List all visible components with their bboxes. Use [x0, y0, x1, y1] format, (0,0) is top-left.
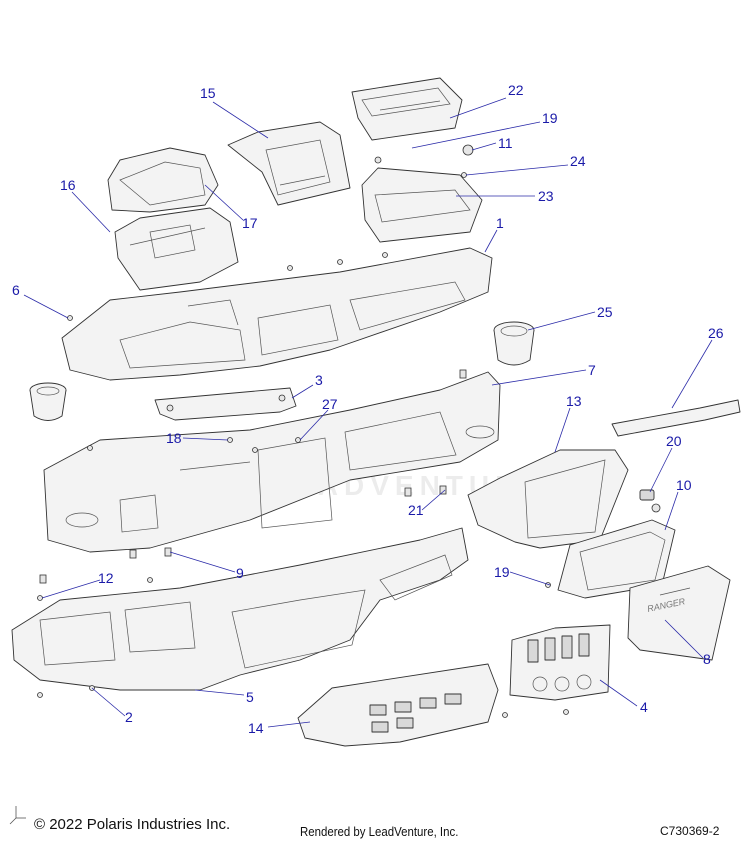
part-display-bezel	[227, 121, 351, 206]
callout-4: 4	[640, 699, 648, 715]
callout-11: 11	[498, 135, 513, 151]
callout-22: 22	[508, 82, 524, 98]
callout-10: 10	[676, 477, 692, 493]
callout-1: 1	[496, 215, 504, 231]
callout-2: 2	[125, 709, 133, 725]
callout-15: 15	[200, 85, 216, 101]
callout-8: 8	[703, 651, 711, 667]
callout-18: 18	[166, 430, 182, 446]
callout-13: 13	[566, 393, 582, 409]
callout-19-upper: 19	[542, 110, 558, 126]
part-main-dash-frame	[43, 371, 501, 553]
part-gauge-housing	[107, 147, 239, 291]
callout-14: 14	[248, 720, 264, 736]
callout-16: 16	[60, 177, 76, 193]
axis-triad-icon	[9, 806, 26, 825]
part-cup-holder-lower	[29, 382, 67, 421]
drawing-id: C730369-2	[660, 824, 720, 838]
callout-6: 6	[12, 282, 20, 298]
callout-26: 26	[708, 325, 724, 341]
callout-3: 3	[315, 372, 323, 388]
callout-9: 9	[236, 565, 244, 581]
callout-labels: 15 22 19 11 24 23 16 17 1 6 25 26 3 7 27…	[12, 82, 724, 736]
callout-19-lower: 19	[494, 564, 510, 580]
callout-17: 17	[242, 215, 258, 231]
callout-25: 25	[597, 304, 613, 320]
callout-7: 7	[588, 362, 596, 378]
callout-5: 5	[246, 689, 254, 705]
part-glovebox-door: RANGER	[627, 565, 731, 661]
callout-leaders	[23, 97, 713, 728]
part-latch	[639, 489, 661, 513]
part-trim-strip	[611, 399, 741, 437]
hardware-fasteners	[37, 144, 569, 718]
part-switch-panel	[509, 624, 611, 701]
callout-21: 21	[408, 502, 424, 518]
part-glovebox-bin	[467, 449, 629, 549]
part-mounting-bracket	[154, 387, 297, 421]
rendered-by-text: Rendered by LeadVenture, Inc.	[300, 824, 459, 839]
callout-24: 24	[570, 153, 586, 169]
part-cup-holder-upper	[493, 321, 535, 366]
part-lower-dash-panel	[11, 527, 469, 691]
callout-12: 12	[98, 570, 114, 586]
callout-27: 27	[322, 396, 338, 412]
part-upper-dash-panel	[61, 247, 493, 381]
copyright-text: © 2022 Polaris Industries Inc.	[34, 816, 231, 833]
part-upper-cover	[351, 77, 463, 141]
part-storage-tray	[361, 167, 483, 243]
callout-23: 23	[538, 188, 554, 204]
callout-20: 20	[666, 433, 682, 449]
part-lower-console	[297, 663, 499, 747]
